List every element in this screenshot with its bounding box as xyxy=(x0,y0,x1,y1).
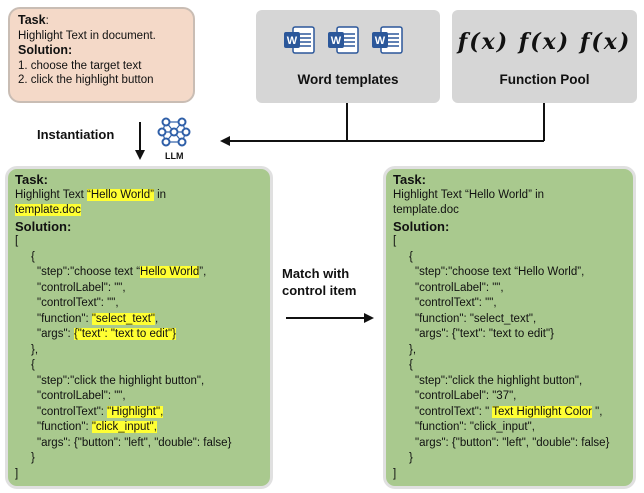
task-text: Highlight Text in document. xyxy=(18,29,156,42)
task-text: Highlight Text “Hello World” in xyxy=(393,188,545,201)
step-1-args: "args": {"text": "text to edit"} xyxy=(415,328,554,340)
word-templates-card: W W W Word templates xyxy=(256,10,440,103)
step-1-function: "function": "select_text", xyxy=(415,312,537,325)
step-1-control-text: "controlText": "", xyxy=(37,297,119,309)
close-bracket: ] xyxy=(15,467,19,480)
step-2-function: "function": "click_input", xyxy=(415,421,535,433)
close-brace: }, xyxy=(31,343,39,356)
step-2-control-text: "controlText": " Text Highlight Color ", xyxy=(415,405,603,418)
svg-text:W: W xyxy=(287,35,298,47)
step-1: 1. choose the target text xyxy=(18,59,142,72)
matched-task-card: Task: Highlight Text “Hello World” in te… xyxy=(383,166,636,489)
word-templates-label: Word templates xyxy=(297,72,399,87)
open-brace: { xyxy=(409,250,413,263)
instantiated-task-card: Task: Highlight Text “Hello World” in te… xyxy=(5,166,273,489)
step-2-args: "args": {"button": "left", "double": fal… xyxy=(415,436,610,449)
step-1-step: "step":"choose text “Hello World”, xyxy=(415,266,585,278)
llm-label: LLM xyxy=(165,151,184,161)
step-1-control-label: "controlLabel": "", xyxy=(37,281,126,294)
task-label: Task xyxy=(18,13,46,27)
svg-text:W: W xyxy=(331,35,342,47)
open-brace: { xyxy=(409,359,413,371)
word-document-icon: W xyxy=(284,26,315,54)
open-bracket: [ xyxy=(15,235,19,247)
step-2-control-label: "controlLabel": "37", xyxy=(415,390,517,402)
word-document-icon: W xyxy=(372,26,403,54)
solution-label: Solution: xyxy=(393,218,450,234)
step-2-control-label: "controlLabel": "", xyxy=(37,390,126,402)
step-2-args: "args": {"button": "left", "double": fal… xyxy=(37,436,232,449)
template-file: template.doc xyxy=(15,204,81,216)
step-1-args: "args": {"text": "text to edit"} xyxy=(37,328,176,340)
match-label: Match with control item xyxy=(282,266,357,298)
word-document-icon: W xyxy=(328,26,359,54)
function-pool-label: Function Pool xyxy=(499,72,590,87)
instantiation-label: Instantiation xyxy=(37,127,115,142)
step-2-function: "function": "click_input", xyxy=(37,421,157,433)
step-2-step: "step":"click the highlight button", xyxy=(37,374,205,387)
svg-text:W: W xyxy=(375,35,386,47)
step-2-step: "step":"click the highlight button", xyxy=(415,374,583,387)
task-text: Highlight Text “Hello World” in xyxy=(15,188,167,201)
task-card: Task: Highlight Text in document. Soluti… xyxy=(8,7,195,103)
close-bracket: ] xyxy=(393,467,397,480)
task-label: Task: xyxy=(15,172,48,187)
solution-label: Solution: xyxy=(18,43,73,57)
step-2: 2. click the highlight button xyxy=(18,74,154,86)
step-1-function: "function": "select_text", xyxy=(37,312,159,325)
llm-network-icon xyxy=(157,117,191,147)
solution-label: Solution: xyxy=(15,218,72,234)
step-1-control-text: "controlText": "", xyxy=(415,297,497,309)
close-brace: }, xyxy=(409,343,417,356)
function-icons: f(x) f(x) f(x) xyxy=(457,29,632,55)
open-brace: { xyxy=(31,250,35,263)
step-2-control-text: "controlText": "Highlight", xyxy=(37,405,164,418)
step-1-step: "step":"choose text “Hello World”, xyxy=(37,266,207,278)
template-file: template.doc xyxy=(393,204,459,216)
open-bracket: [ xyxy=(393,235,397,247)
step-1-control-label: "controlLabel": "", xyxy=(415,281,504,294)
function-pool-card: f(x) f(x) f(x) Function Pool xyxy=(452,10,637,103)
close-brace: } xyxy=(31,452,35,464)
open-brace: { xyxy=(31,359,35,371)
close-brace: } xyxy=(409,452,413,464)
highlighted-text: “Hello World” xyxy=(87,188,154,201)
task-label: Task: xyxy=(393,172,426,187)
